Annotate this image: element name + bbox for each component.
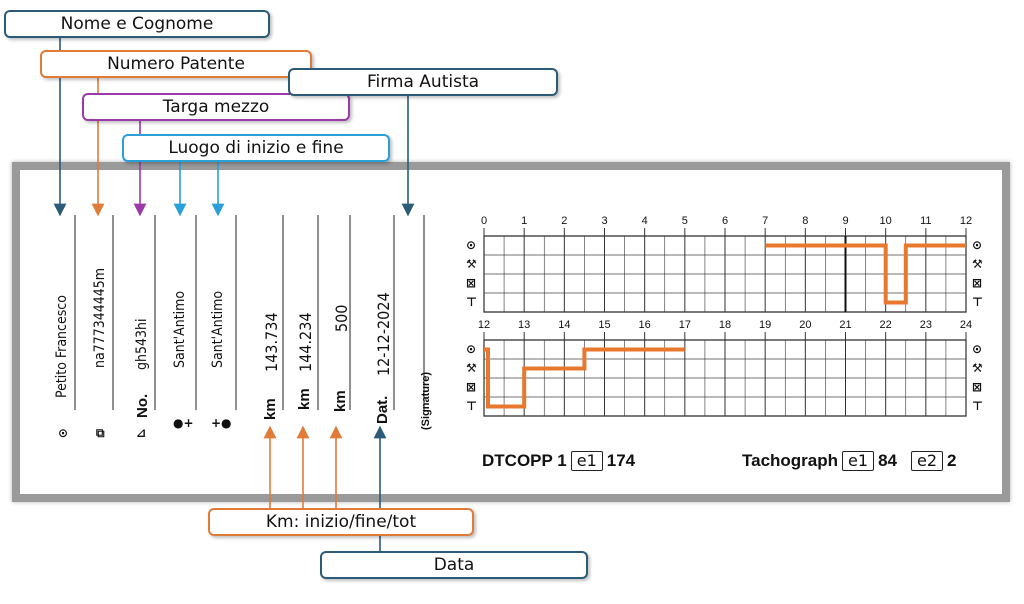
km-end-label: km: [296, 388, 313, 410]
hour-tick-label: 23: [920, 319, 932, 331]
hour-tick-label: 12: [478, 319, 490, 331]
plate-symbol-icon: ⊿: [136, 426, 147, 440]
footer-left-model: DTCOPP 1: [482, 451, 567, 470]
work-hammers-icon-2: ⚒: [466, 361, 477, 375]
km-start-label: km: [262, 398, 279, 420]
end-place-value: Sant'Antimo: [210, 290, 226, 368]
hour-tick-label: 7: [762, 215, 768, 227]
driving-wheel-icon: ⊤: [466, 295, 477, 309]
availability-box-icon-right: ⊠: [972, 276, 983, 290]
callout-numero-patente: Numero Patente: [40, 50, 312, 78]
start-place-value: Sant'Antimo: [172, 290, 188, 368]
hour-tick-label: 6: [722, 215, 728, 227]
footer-right-badge-1: e1: [842, 451, 875, 471]
plate-label: No.: [134, 393, 151, 418]
rest-bed-icon-2-right: ⊙: [972, 342, 983, 356]
license-number-value: na777344445m: [92, 267, 108, 368]
start-place-symbol-icon: ●+: [173, 416, 194, 430]
hour-tick-label: 18: [719, 319, 731, 331]
availability-box-icon: ⊠: [466, 276, 477, 290]
hour-tick-label: 24: [960, 319, 972, 331]
callout-data: Data: [320, 551, 588, 579]
hour-tick-label: 21: [839, 319, 851, 331]
hour-tick-label: 2: [561, 215, 567, 227]
km-total-value: 500: [332, 304, 351, 332]
km-total-label: km: [332, 390, 349, 412]
activity-trace-2: [484, 347, 685, 409]
date-value: 12-12-2024: [374, 292, 393, 376]
km-end-value: 144.234: [296, 312, 315, 372]
date-label: Dat.: [374, 395, 391, 424]
hour-tick-label: 3: [601, 215, 607, 227]
driving-wheel-icon-2: ⊤: [466, 399, 477, 413]
tachograph-card: [12, 162, 1010, 502]
activity-trace-1: [765, 243, 966, 305]
end-place-symbol-icon: +●: [211, 416, 232, 430]
availability-box-icon-2-right: ⊠: [972, 380, 983, 394]
footer-right-number-1: 84: [878, 451, 897, 470]
footer-right-badge-2: e2: [910, 451, 944, 471]
km-start-value: 143.734: [262, 312, 281, 372]
callout-targa-mezzo: Targa mezzo: [82, 93, 350, 121]
work-hammers-icon-right: ⚒: [972, 257, 983, 271]
signature-label: (Signature): [420, 371, 432, 430]
hour-tick-label: 14: [558, 319, 570, 331]
footer-right-model: Tachograph: [742, 451, 839, 470]
hour-tick-label: 22: [880, 319, 892, 331]
hour-tick-label: 4: [642, 215, 648, 227]
work-hammers-icon-2-right: ⚒: [972, 361, 983, 375]
rest-bed-icon: ⊙: [466, 238, 477, 252]
hour-tick-label: 0: [481, 215, 487, 227]
callout-firma-autista: Firma Autista: [288, 68, 558, 96]
driving-wheel-icon-2-right: ⊤: [972, 399, 983, 413]
footer-right-number-2: 2: [947, 451, 957, 470]
work-hammers-icon: ⚒: [466, 257, 477, 271]
driving-wheel-icon-right: ⊤: [972, 295, 983, 309]
callout-nome-cognome: Nome e Cognome: [4, 10, 270, 38]
hour-tick-label: 9: [842, 215, 848, 227]
availability-box-icon-2: ⊠: [466, 380, 477, 394]
hour-tick-label: 17: [679, 319, 691, 331]
plate-value: gh543hi: [134, 318, 150, 370]
hour-tick-label: 19: [759, 319, 771, 331]
driver-name-value: Petito Francesco: [54, 295, 70, 398]
hour-tick-label: 10: [880, 215, 892, 227]
name-symbol-icon: ⊙: [58, 426, 69, 440]
hour-tick-label: 20: [799, 319, 811, 331]
hour-tick-label: 16: [639, 319, 651, 331]
rest-bed-icon-right: ⊙: [972, 238, 983, 252]
hour-tick-label: 8: [802, 215, 808, 227]
hour-tick-label: 12: [960, 215, 972, 227]
hour-tick-label: 13: [518, 319, 530, 331]
hour-tick-label: 1: [521, 215, 527, 227]
license-symbol-icon: ⧉: [96, 426, 105, 440]
hour-tick-label: 5: [682, 215, 688, 227]
rest-bed-icon-2: ⊙: [466, 342, 477, 356]
footer-left-badge: e1: [570, 451, 603, 471]
callout-km: Km: inizio/fine/tot: [208, 508, 474, 536]
hour-tick-label: 11: [920, 215, 931, 227]
hour-tick-label: 15: [598, 319, 610, 331]
callout-luogo: Luogo di inizio e fine: [122, 134, 390, 162]
footer-left-number: 174: [606, 451, 636, 470]
